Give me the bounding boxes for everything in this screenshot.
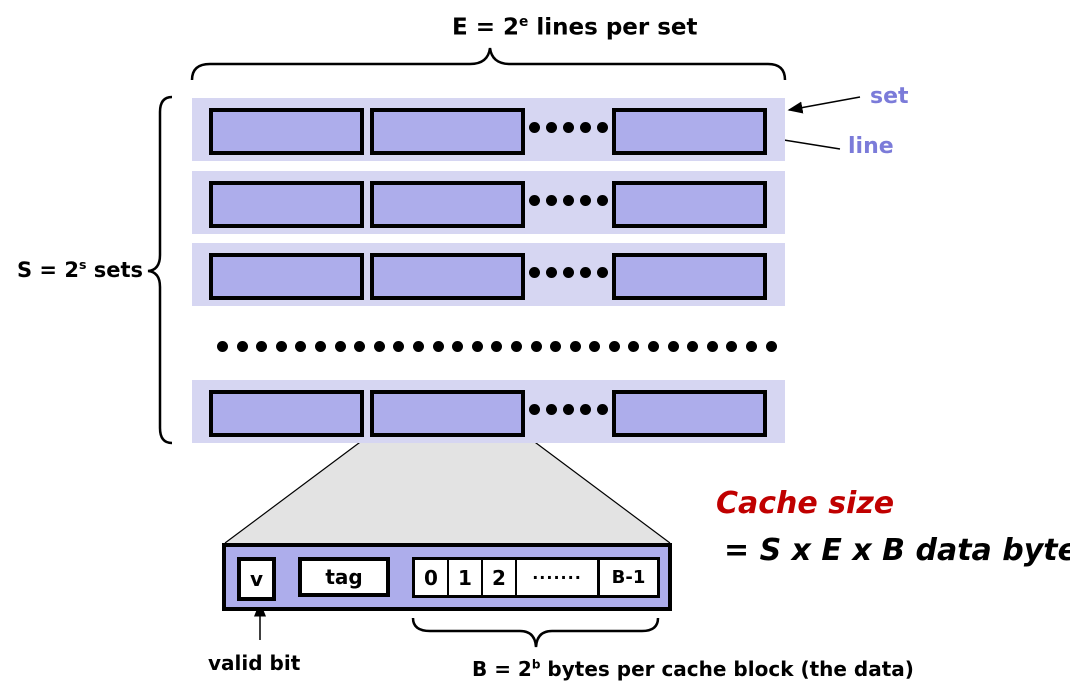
- zoom-trapezoid: [225, 434, 670, 543]
- valid-bit-label: valid bit: [208, 651, 301, 675]
- ellipsis-dot: [491, 341, 503, 352]
- ellipsis-dot: [354, 341, 366, 352]
- cache-block-detail: v tag 0 1 2 ······· B-1: [222, 543, 672, 611]
- cache-line: [370, 253, 525, 300]
- data-bytes: 0 1 2 ······· B-1: [412, 557, 660, 598]
- line-callout-label: line: [848, 134, 894, 159]
- cache-size-formula: = S x E x B data bytes: [724, 533, 1070, 568]
- line-ellipsis: [529, 404, 609, 418]
- block-size-label: B = 2b bytes per cache block (the data): [472, 657, 914, 681]
- ellipsis-dot: [256, 341, 268, 352]
- ellipsis-dot: [373, 341, 385, 352]
- line-ellipsis: [529, 195, 609, 209]
- block-size-prefix: B = 2: [472, 657, 532, 681]
- ellipsis-dot: [275, 341, 287, 352]
- cache-line: [209, 390, 364, 437]
- ellipsis-dot: [648, 341, 660, 352]
- sets-count-prefix: S = 2: [17, 258, 79, 282]
- ellipsis-dot: [530, 341, 542, 352]
- ellipsis-dot: [569, 341, 581, 352]
- bottom-brace: [411, 617, 660, 648]
- line-ellipsis: [529, 267, 609, 281]
- block-size-suffix: bytes per cache block (the data): [540, 657, 914, 681]
- valid-bit-cell: v: [237, 557, 276, 601]
- tag-cell: tag: [298, 557, 390, 597]
- ellipsis-dot: [687, 341, 699, 352]
- cache-line: [370, 181, 525, 228]
- left-brace: [147, 95, 173, 445]
- top-brace: [190, 47, 787, 81]
- ellipsis-dot: [295, 341, 307, 352]
- cache-line: [209, 108, 364, 155]
- cache-set-row: [192, 243, 785, 306]
- ellipsis-dot: [628, 341, 640, 352]
- lines-per-set-exponent: e: [519, 14, 529, 30]
- cache-set-row: [192, 380, 785, 443]
- cache-set-row: [192, 98, 785, 161]
- cache-line: [209, 253, 364, 300]
- ellipsis-dot: [608, 341, 620, 352]
- ellipsis-dot: [510, 341, 522, 352]
- cache-line: [612, 253, 767, 300]
- ellipsis-dot: [589, 341, 601, 352]
- zoom-edge-right: [523, 433, 671, 544]
- byte-cell-last: B-1: [600, 560, 657, 595]
- cache-line: [209, 181, 364, 228]
- set-arrow: [787, 96, 861, 114]
- ellipsis-dot: [746, 341, 758, 352]
- cache-line: [612, 181, 767, 228]
- ellipsis-dot: [393, 341, 405, 352]
- block-size-exponent: b: [531, 657, 541, 672]
- cache-line: [370, 108, 525, 155]
- cache-line: [612, 390, 767, 437]
- ellipsis-dot: [667, 341, 679, 352]
- sets-count-label: S = 2s sets: [17, 257, 143, 282]
- set-callout-label: set: [870, 84, 909, 109]
- ellipsis-dot: [452, 341, 464, 352]
- cache-size-title: Cache size: [716, 486, 895, 521]
- cache-line: [612, 108, 767, 155]
- ellipsis-dot: [726, 341, 738, 352]
- ellipsis-dot: [412, 341, 424, 352]
- lines-per-set-suffix: lines per set: [528, 14, 698, 41]
- line-ellipsis: [529, 122, 609, 136]
- cache-set-row: [192, 171, 785, 234]
- ellipsis-dot: [334, 341, 346, 352]
- zoom-edge-left: [224, 433, 372, 544]
- sets-count-suffix: sets: [86, 258, 144, 282]
- ellipsis-dot: [314, 341, 326, 352]
- sets-count-exponent: s: [78, 257, 87, 272]
- cache-line-expanded: [370, 390, 525, 437]
- lines-per-set-label: E = 2e lines per set: [452, 14, 698, 41]
- lines-per-set-prefix: E = 2: [452, 14, 520, 41]
- byte-cell: 0: [415, 560, 447, 595]
- ellipsis-dot: [706, 341, 718, 352]
- ellipsis-dot: [236, 341, 248, 352]
- ellipsis-dot: [765, 341, 777, 352]
- ellipsis-dot: [432, 341, 444, 352]
- ellipsis-dot: [217, 341, 228, 352]
- byte-cell: 2: [483, 560, 515, 595]
- sets-ellipsis: [217, 341, 777, 352]
- ellipsis-dot: [550, 341, 562, 352]
- byte-cell: 1: [449, 560, 481, 595]
- ellipsis-dot: [471, 341, 483, 352]
- byte-ellipsis-cell: ·······: [517, 560, 597, 595]
